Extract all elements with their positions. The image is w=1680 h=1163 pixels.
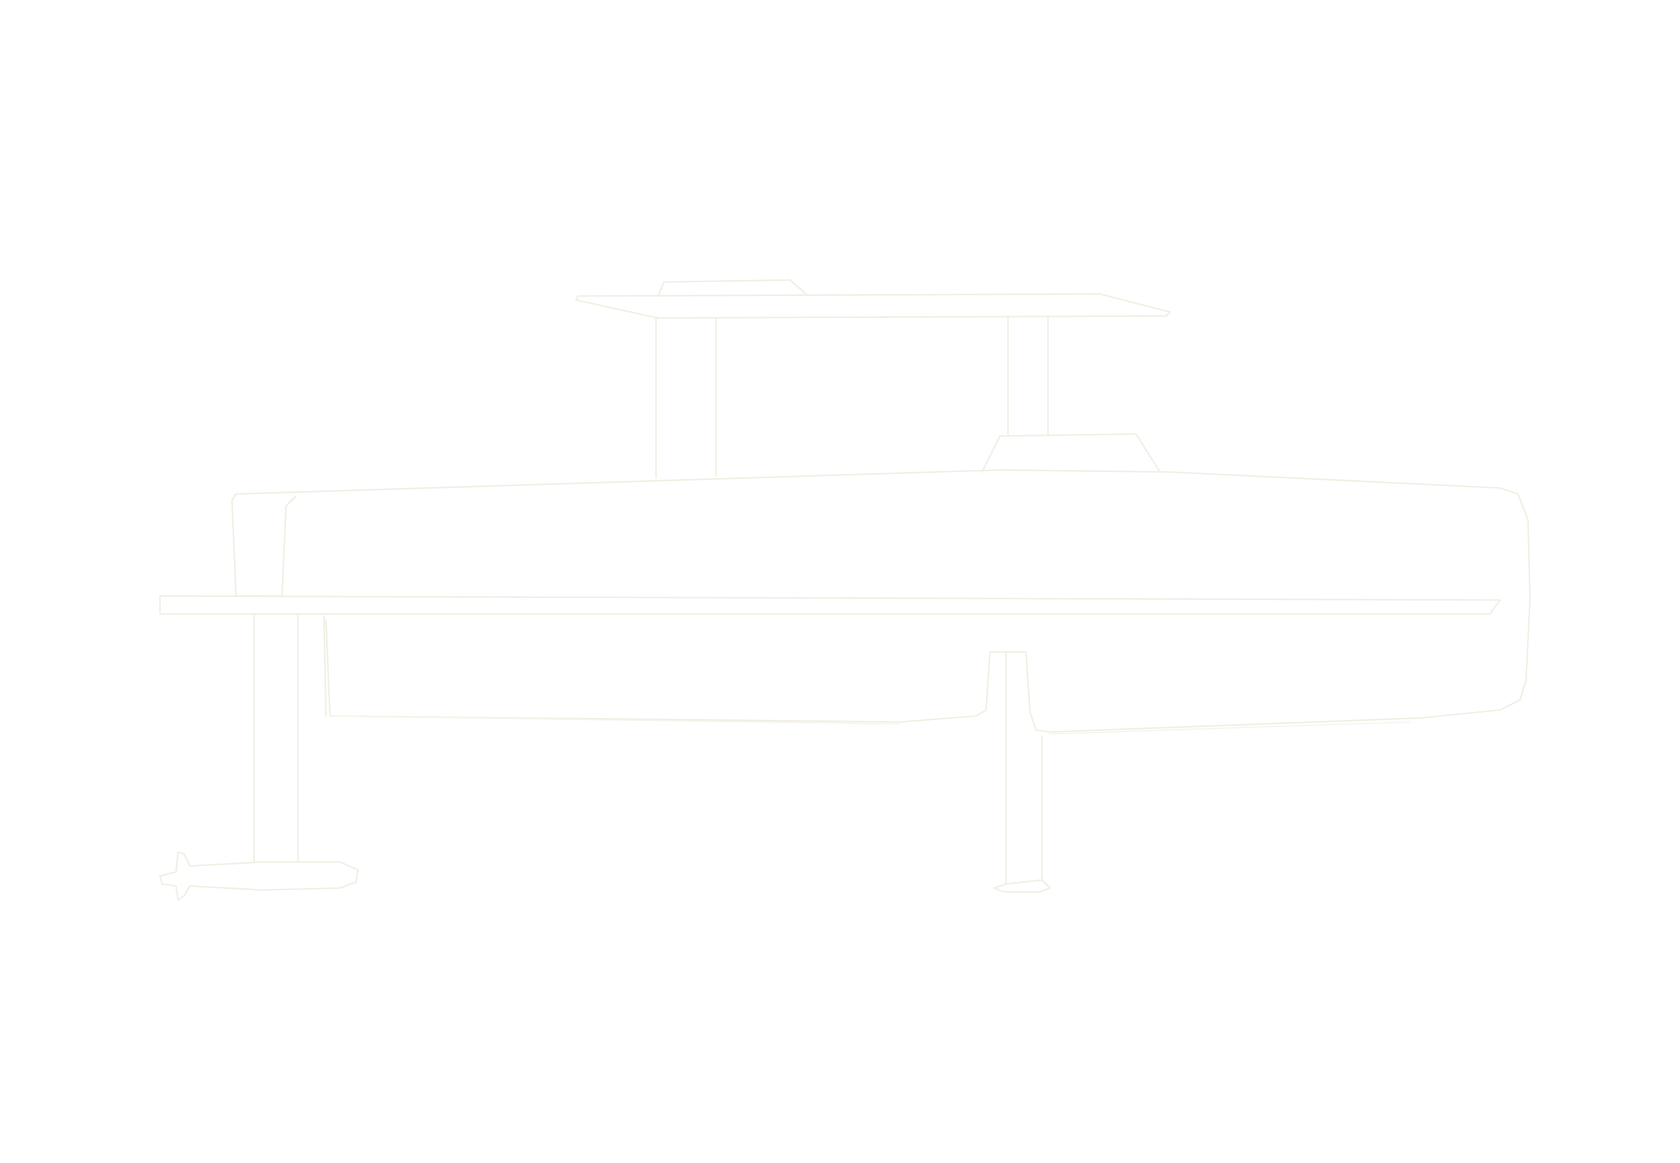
lower-hull-skirt	[329, 715, 1411, 735]
upper-deck-cap	[657, 279, 807, 297]
left-lower-strut	[253, 613, 327, 863]
horizontal-boom	[159, 595, 1501, 615]
upper-deck	[575, 293, 1171, 319]
right-lower-strut	[1005, 651, 1043, 885]
upper-right-post-collar	[981, 433, 1161, 473]
hull-front-block	[231, 493, 297, 597]
left-torpedo-pod	[159, 851, 359, 901]
upper-left-post	[655, 317, 717, 479]
main-hull	[235, 469, 1531, 733]
upper-right-post	[1007, 315, 1049, 435]
right-strut-foot	[993, 879, 1051, 893]
